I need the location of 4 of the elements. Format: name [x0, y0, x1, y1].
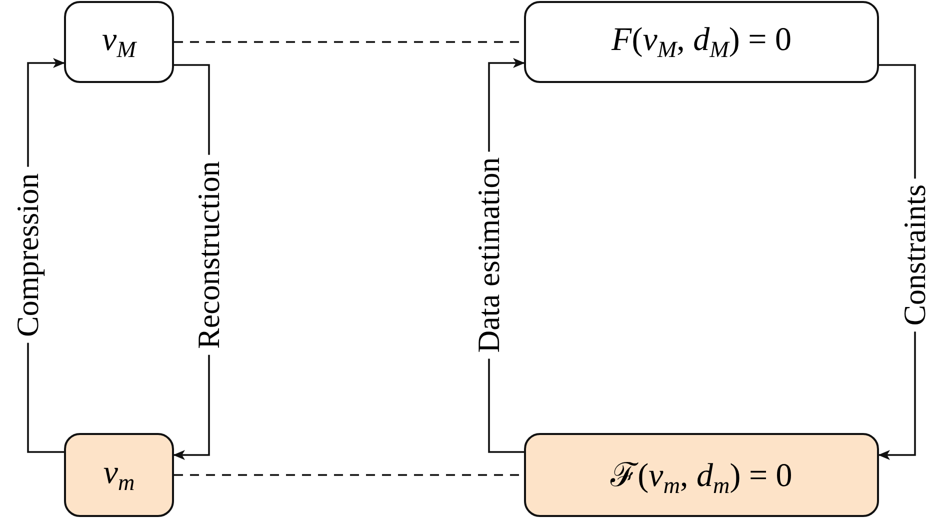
formula-box: ℱ(v$_{m}$, d$_{m}$) = 0 — [524, 433, 879, 517]
formula-box: v$_{m}$ — [64, 433, 174, 517]
formula-box: F(v$_{M}$, d$_{M}$) = 0 — [524, 1, 879, 83]
formula-box: v$_{M}$ — [64, 1, 174, 83]
